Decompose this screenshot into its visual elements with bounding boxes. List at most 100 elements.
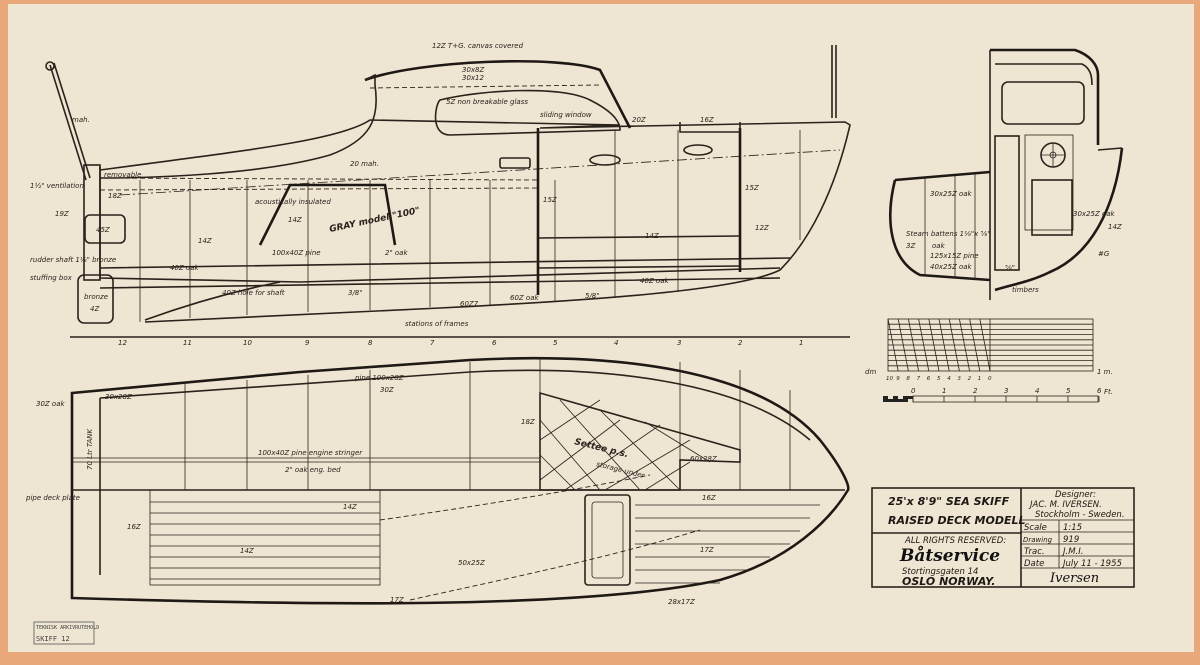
rudder: [77, 274, 114, 324]
scale-ft-tick: 2: [973, 387, 978, 395]
label-oak-60: 60Z oak: [510, 294, 540, 302]
label-z14a: 14Z: [343, 503, 357, 511]
label-stringer: 100x40Z pine engine stringer: [258, 449, 363, 457]
section-hull-right: [994, 147, 1124, 292]
label-glass: 5Z non breakable glass: [446, 98, 528, 106]
label-z16: 16Z: [700, 116, 714, 124]
label-removable: removable: [104, 171, 141, 179]
designer-signature: Iversen: [1049, 571, 1099, 586]
label-oak-40b: 40Z oak: [640, 277, 670, 285]
scale-label: Scale: [1024, 523, 1047, 533]
label-z20: 20Z: [632, 116, 646, 124]
trac-label: Trac.: [1024, 547, 1045, 557]
label-z15b: 15Z: [745, 184, 759, 192]
rights-reserved: ALL RIGHTS RESERVED:: [904, 536, 1006, 546]
label-section-a: 30x25Z oak: [930, 190, 973, 198]
keel-lines: [99, 257, 791, 289]
station-number: 12: [118, 339, 127, 347]
label-section-b: 30x25Z oak: [1073, 210, 1116, 218]
scale-ft-tick: 6: [1097, 387, 1102, 395]
scale-dm-tick: 3: [957, 376, 961, 382]
scale-diagonal: [897, 318, 909, 372]
settee: [539, 391, 741, 491]
label-z28: 28x17Z: [668, 598, 695, 606]
label-z14c: 14Z: [645, 232, 659, 240]
scale-dm-tick: 2: [968, 376, 972, 382]
settee-hatching: [539, 399, 711, 491]
waterline: [119, 149, 841, 196]
scale-diagonal: [918, 318, 930, 372]
hatch-inner: [591, 501, 624, 579]
label-stuffing-box: stuffing box: [30, 274, 73, 282]
label-z19: 19Z: [55, 210, 69, 218]
profile-view: [45, 45, 851, 338]
section-hull-left: [889, 170, 991, 282]
label-timbers: timbers: [1012, 286, 1039, 294]
label-frame-top: 30x28Z: [105, 393, 132, 401]
label-z15: 15Z: [543, 196, 557, 204]
feet-scale-bar: [912, 395, 1099, 403]
label-bronze: bronze: [84, 293, 108, 301]
date-label: Date: [1024, 559, 1044, 569]
scale-diagonal: [979, 318, 991, 372]
label-pine-top: pine 100x28Z: [354, 374, 404, 382]
feet-scale-checker-cell: [888, 396, 893, 399]
plan-frames: [184, 358, 791, 490]
label-z50: 50x25Z: [458, 559, 485, 567]
deck-dashed-line: [99, 177, 541, 191]
profile-annotations: 12Z T+G. canvas covered 30x8Z 30x12 5Z n…: [30, 42, 803, 347]
drawing-value: 919: [1063, 535, 1079, 545]
scale-ft-label: Ft.: [1104, 388, 1113, 396]
flagpole-top: [45, 61, 55, 71]
label-oak30: 30Z oak: [36, 400, 66, 408]
label-settee: Settee p.s.: [573, 437, 629, 460]
company-city: OSLO NORWAY.: [902, 575, 995, 588]
label-z16a: 16Z: [127, 523, 141, 531]
label-section-g: #G: [1098, 250, 1110, 258]
station-number: 10: [243, 339, 252, 347]
scale-ft-tick: 3: [1004, 387, 1008, 395]
scale-diagonal: [938, 318, 950, 372]
station-number: 2: [738, 339, 743, 347]
label-z17a: 17Z: [700, 546, 714, 554]
section-view: [889, 48, 1124, 300]
scale-dm-tick: 4: [947, 376, 951, 382]
date-value: July 11 - 1955: [1061, 559, 1122, 569]
scale-diagonal: [948, 318, 960, 372]
label-section-h: 40x25Z oak: [930, 263, 973, 271]
scale-ft-tick: 5: [1066, 387, 1071, 395]
label-z14b: 14Z: [288, 216, 302, 224]
label-tank: 45Z: [96, 226, 110, 234]
section-cabin-outline: [990, 48, 1100, 145]
scale-diagonal: [887, 318, 899, 372]
label-mah20: 20 mah.: [350, 160, 379, 168]
label-sliding-window: sliding window: [540, 111, 592, 119]
station-number: 3: [677, 339, 681, 347]
plan-view: [70, 356, 850, 605]
cabin-window: [1001, 81, 1085, 125]
fuel-tank: [84, 214, 126, 244]
bulkheads: [536, 128, 742, 295]
label-roof: 12Z T+G. canvas covered: [432, 42, 524, 50]
label-hole-for-shaft: 40Z hole for shaft: [222, 289, 285, 297]
scale-diagonal: [928, 318, 940, 372]
scale-dm-tick: 0: [988, 376, 992, 382]
station-number: 6: [492, 339, 497, 347]
label-section-e: 125x15Z pine: [930, 252, 979, 260]
scale-dm-tick: 5: [937, 376, 941, 382]
inner-sheer-line: [99, 369, 811, 441]
station-number: 1: [799, 339, 803, 347]
scale-ft-tick: 4: [1035, 387, 1039, 395]
scale-dm-tick: 9: [896, 376, 900, 382]
archive-stamp: TEKNISK ARKIVRUTEHOLD SKIFF 12: [33, 621, 99, 645]
label-roof-beam2: 30x12: [462, 74, 485, 82]
label-battens: Steam battens 1⅛"x ⅝": [906, 230, 991, 238]
flagpole: [49, 62, 91, 181]
label-section-f: 14Z: [1108, 223, 1122, 231]
scale-m-label: 1 m.: [1097, 368, 1113, 376]
label-tank: 70 Ltr TANK: [86, 427, 94, 470]
